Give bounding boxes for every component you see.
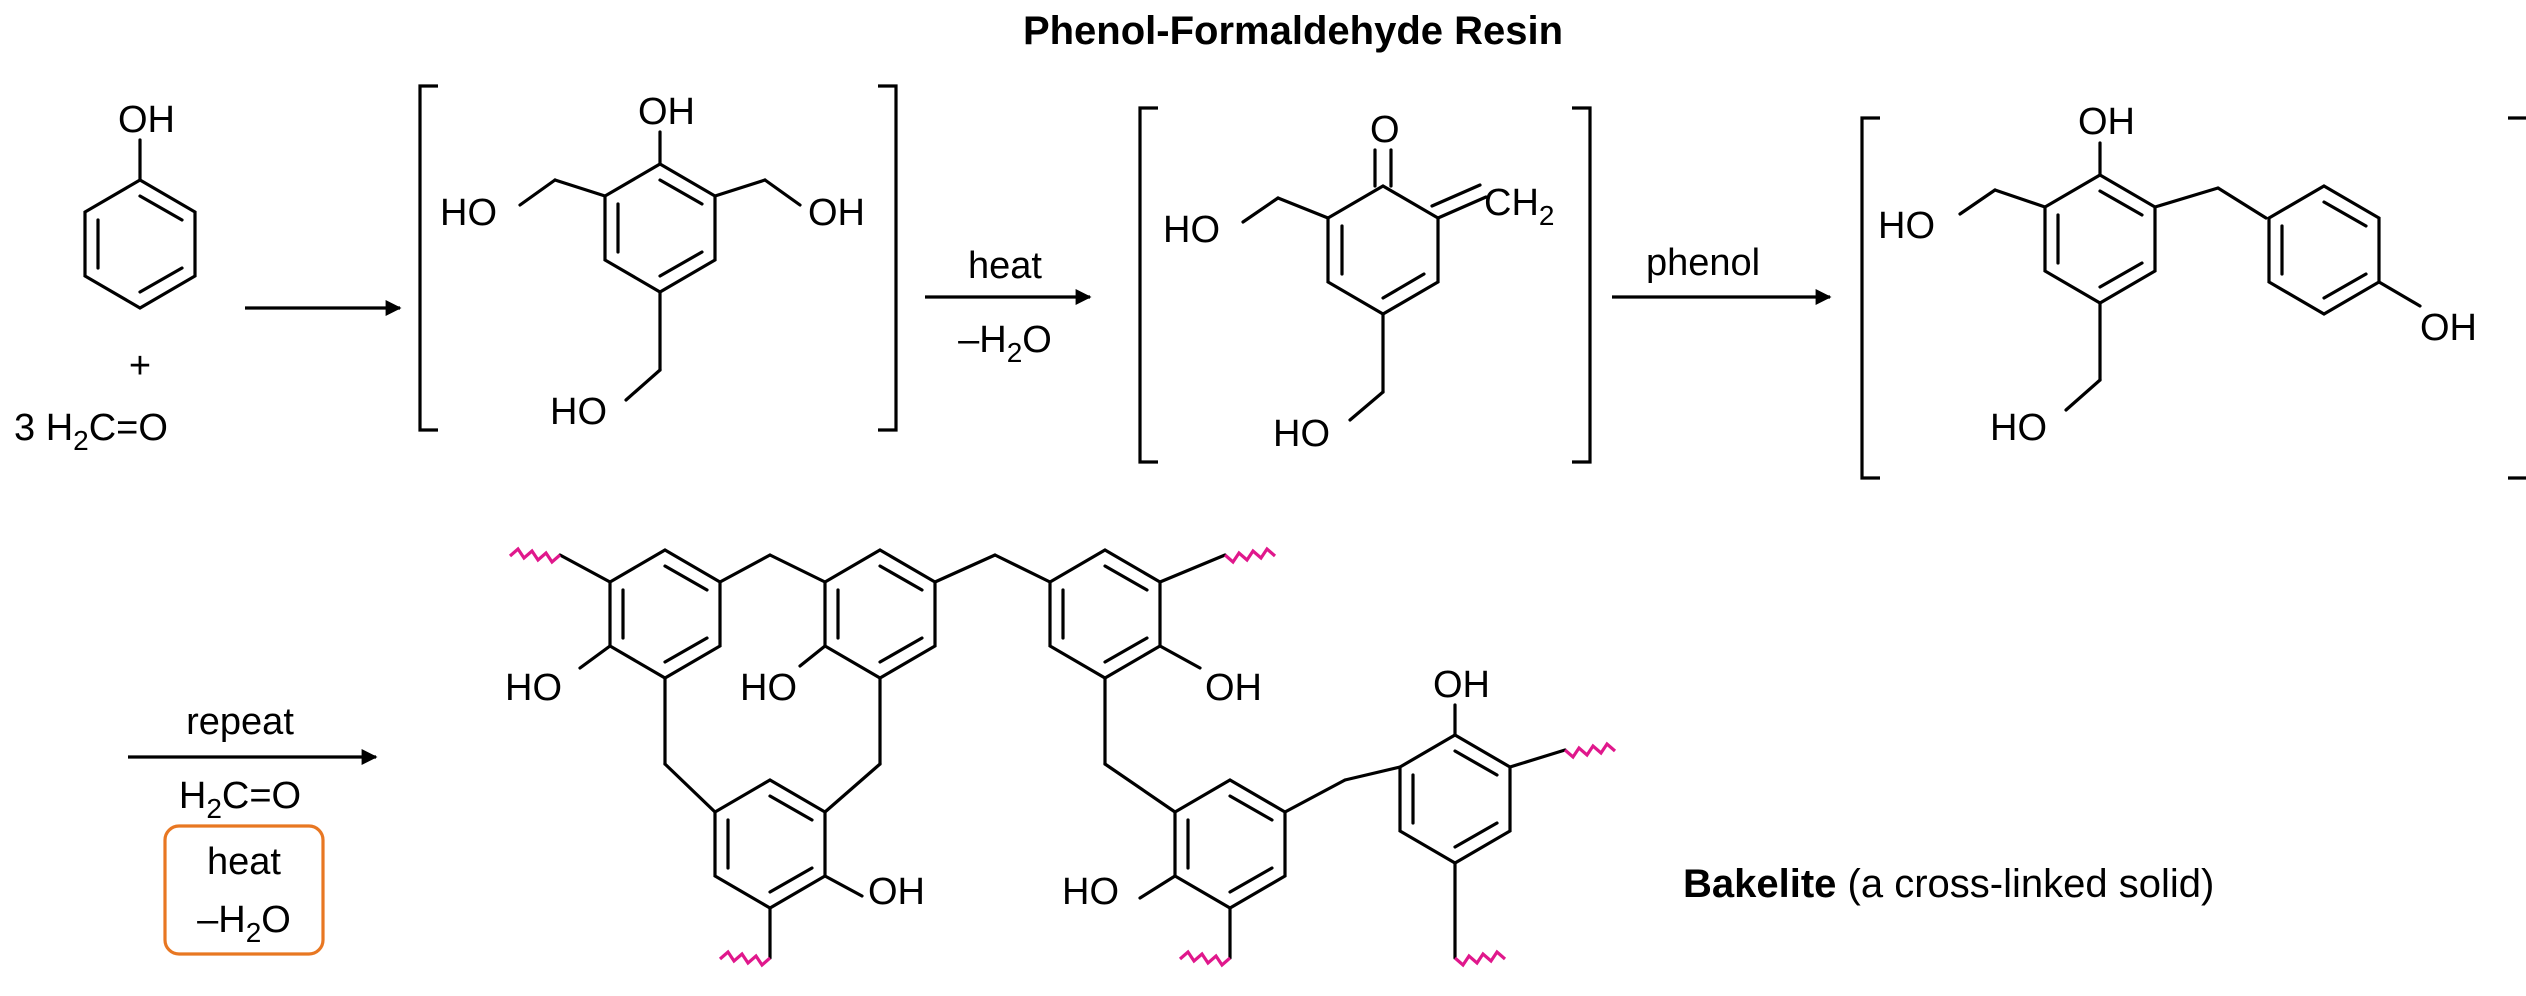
- product-label: Bakelite (a cross-linked solid): [1683, 862, 2214, 906]
- hydroxyl-label: OH: [2078, 101, 2135, 143]
- hydroxyl-label: OH: [2420, 307, 2477, 349]
- condition-heat: heat: [207, 841, 281, 883]
- hydroxyl-label: OH: [868, 871, 925, 913]
- intermediate-trimethylolphenol: OH HO OH HO: [418, 84, 898, 433]
- bakelite-network: HO HO OH OH: [505, 546, 1617, 968]
- hydroxyl-label: OH: [1205, 667, 1262, 709]
- intermediate-dimer: OH HO HO OH: [1860, 101, 2526, 480]
- hydroxyl-label: HO: [1062, 871, 1119, 913]
- condition-formaldehyde: H2C=O: [179, 775, 301, 824]
- hydroxyl-label: HO: [740, 667, 797, 709]
- hydroxyl-label: OH: [118, 99, 175, 141]
- condition-repeat: repeat: [186, 701, 294, 743]
- page-title: Phenol-Formaldehyde Resin: [1023, 9, 1563, 53]
- hydroxymethyl-label: HO: [1163, 209, 1220, 251]
- hydroxymethyl-label: HO: [1878, 205, 1935, 247]
- methylene-label: CH2: [1484, 182, 1554, 231]
- hydroxyl-label: OH: [808, 192, 865, 234]
- condition-phenol: phenol: [1646, 242, 1760, 284]
- formaldehyde-label: 3 H2C=O: [14, 407, 168, 456]
- intermediate-quinone-methide: O CH2 HO HO: [1138, 106, 1592, 464]
- carbonyl-oxygen-label: O: [1370, 109, 1400, 151]
- conditions-box: [163, 824, 325, 956]
- hydroxymethyl-label: HO: [1990, 407, 2047, 449]
- hydroxyl-label: OH: [1433, 664, 1490, 706]
- reaction-step-repeat: repeat H2C=O heat –H2O: [128, 701, 378, 956]
- plus-sign: +: [129, 345, 151, 387]
- hydroxyl-label: OH: [638, 91, 695, 133]
- phenol-reactant: OH + 3 H2C=O: [14, 99, 197, 456]
- condition-heat: heat: [968, 245, 1042, 287]
- reaction-step-heat: heat –H2O: [925, 245, 1092, 368]
- hydroxymethyl-label: HO: [550, 391, 607, 433]
- hydroxymethyl-label: HO: [440, 192, 497, 234]
- condition-water-loss: –H2O: [958, 319, 1052, 368]
- condition-water-loss: –H2O: [197, 899, 291, 948]
- reaction-step-phenol: phenol: [1612, 242, 1832, 305]
- hydroxyl-label: HO: [505, 667, 562, 709]
- hydroxymethyl-label: HO: [1273, 413, 1330, 455]
